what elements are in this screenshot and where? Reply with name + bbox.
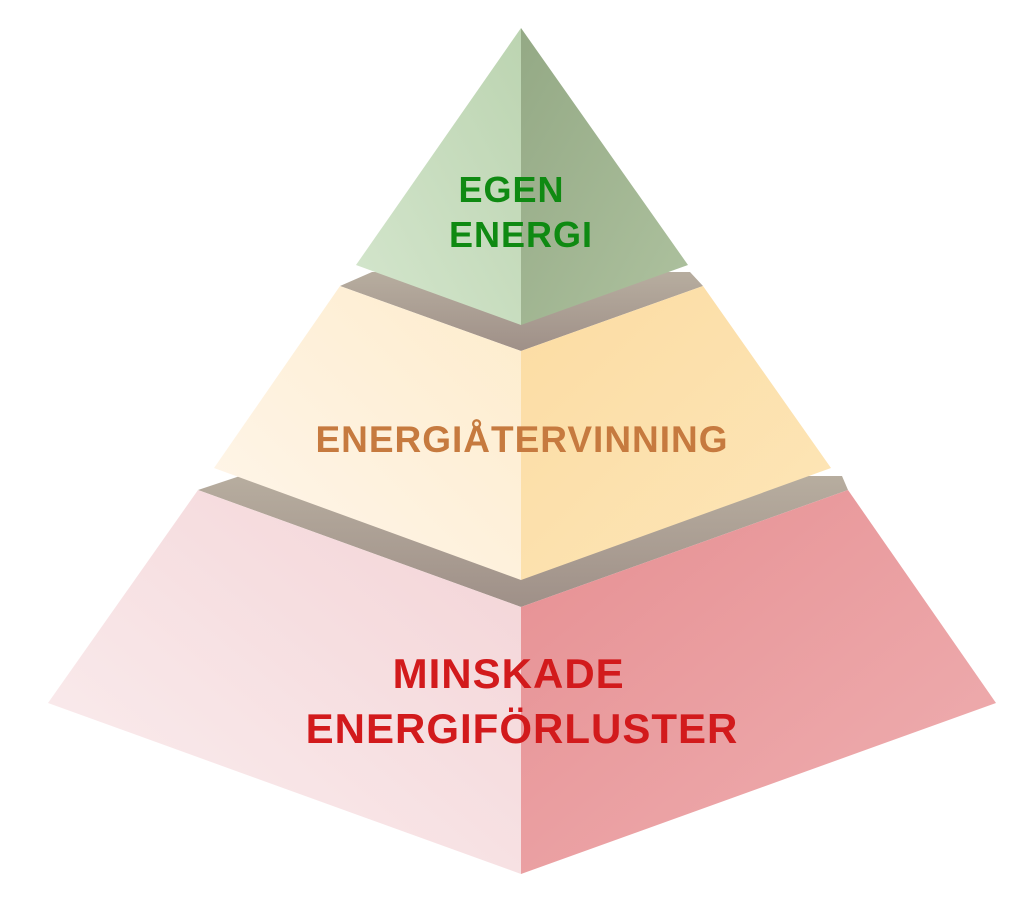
tier-middle-face-right xyxy=(521,286,831,580)
tier-bottom-label-line-1: MINSKADE xyxy=(393,650,625,697)
tier-middle-face-left xyxy=(214,286,521,580)
tier-top xyxy=(356,28,688,325)
tier-top-face-right xyxy=(521,28,688,325)
tier-top-label: EGEN ENERGI xyxy=(449,169,593,255)
tier-bottom-face-left xyxy=(48,490,521,874)
tier-top-label-line-1: EGEN xyxy=(458,169,564,210)
tier-bottom-label-line-2: ENERGIFÖRLUSTER xyxy=(306,705,739,752)
tier-bottom-label: MINSKADE ENERGIFÖRLUSTER xyxy=(306,650,739,752)
tier-top-label-line-2: ENERGI xyxy=(449,214,593,255)
tier-middle-label: ENERGIÅTERVINNING xyxy=(315,419,728,460)
tier-top-face-left xyxy=(356,28,521,325)
tier-bottom-face-right xyxy=(521,490,996,874)
